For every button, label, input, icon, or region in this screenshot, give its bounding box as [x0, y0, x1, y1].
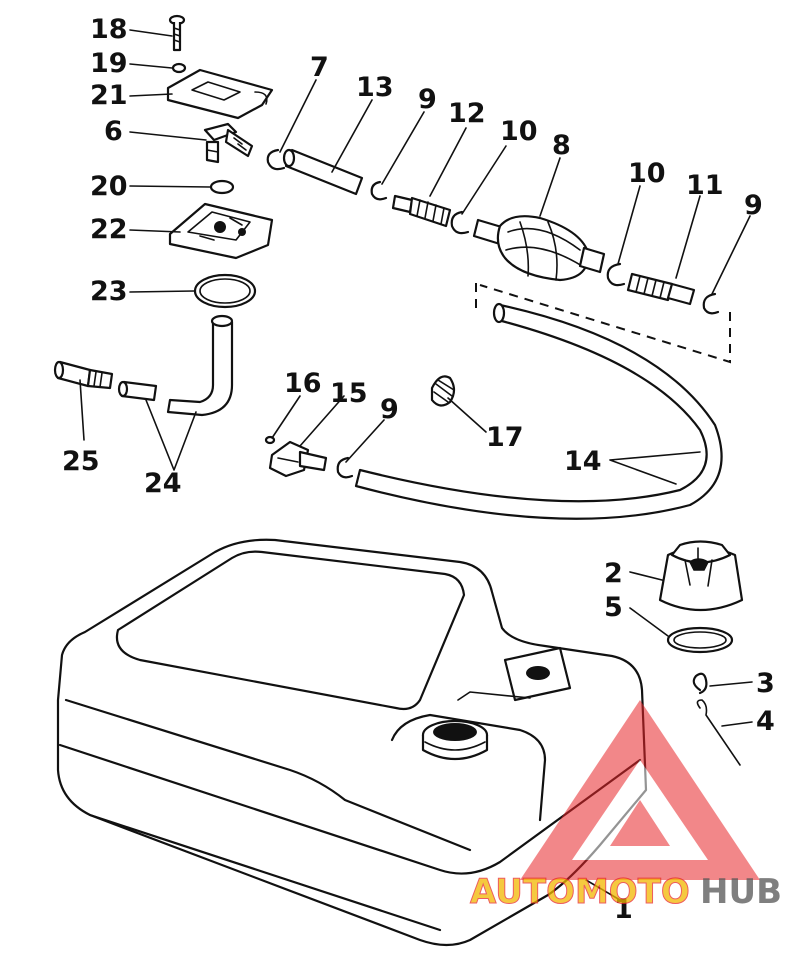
hose-clamp — [702, 292, 720, 315]
primer-bulb — [472, 215, 606, 282]
watermark-word-hub: HUB — [700, 872, 782, 912]
callout-6: 6 — [104, 116, 123, 147]
callout-16: 16 — [284, 368, 322, 399]
fuel-gauge-plate — [168, 202, 274, 260]
callout-25: 25 — [62, 446, 100, 477]
hose-connector — [626, 272, 696, 306]
fuel-pickup-tube — [117, 314, 234, 417]
callout-9: 9 — [418, 84, 437, 115]
callout-19: 19 — [90, 48, 128, 79]
callout-20: 20 — [90, 171, 128, 202]
callout-10-right: 10 — [628, 158, 666, 189]
watermark-triangle-core — [610, 800, 670, 846]
callout-labels: 18 19 21 6 20 22 23 25 24 7 13 9 12 10 8… — [62, 14, 775, 925]
fuel-elbow-fitting — [203, 122, 254, 164]
callout-13: 13 — [356, 72, 394, 103]
callout-5: 5 — [604, 592, 623, 623]
o-ring-large — [193, 273, 257, 309]
callout-4: 4 — [756, 706, 775, 737]
o-ring-connector — [264, 435, 276, 445]
watermark-wordmark: AUTOMOTO HUB — [470, 872, 782, 913]
fuel-hose-short — [282, 148, 364, 196]
callout-8: 8 — [552, 130, 571, 161]
fuel-gauge-cover — [166, 68, 274, 120]
callout-15: 15 — [330, 378, 368, 409]
cap-gasket — [666, 626, 734, 654]
callout-9-right: 9 — [744, 190, 763, 221]
screw — [168, 14, 186, 52]
assembly-bracket — [475, 283, 731, 364]
callout-3: 3 — [756, 668, 775, 699]
callout-14: 14 — [564, 446, 602, 477]
callout-23: 23 — [90, 276, 128, 307]
callout-12: 12 — [448, 98, 486, 129]
watermark — [520, 700, 760, 880]
s-hook — [692, 672, 708, 695]
callout-2: 2 — [604, 558, 623, 589]
fuel-filter — [53, 360, 114, 390]
callout-17: 17 — [486, 422, 524, 453]
callout-9-lower: 9 — [380, 394, 399, 425]
hose-clamp — [266, 148, 286, 171]
callout-22: 22 — [90, 214, 128, 245]
hose-clamp — [336, 456, 354, 479]
fuel-cap — [658, 540, 744, 612]
fuel-tank — [56, 538, 648, 947]
leader-lines — [79, 29, 753, 901]
o-ring-small — [209, 179, 235, 195]
callout-21: 21 — [90, 80, 128, 111]
callout-1: 1 — [614, 894, 633, 925]
callout-11: 11 — [686, 170, 724, 201]
hose-clamp — [450, 210, 470, 235]
hose-clamp — [606, 262, 626, 287]
callout-18: 18 — [90, 14, 128, 45]
hose-connector — [391, 194, 452, 228]
watermark-word-automoto: AUTOMOTO — [470, 872, 690, 912]
callout-24: 24 — [144, 468, 182, 499]
fuel-hose-long — [354, 302, 723, 520]
lockwasher — [171, 62, 187, 74]
hose-clamp — [370, 180, 388, 201]
cap-tether — [696, 699, 741, 766]
callout-10: 10 — [500, 116, 538, 147]
engine-connector — [268, 440, 328, 478]
callout-7: 7 — [310, 52, 329, 83]
